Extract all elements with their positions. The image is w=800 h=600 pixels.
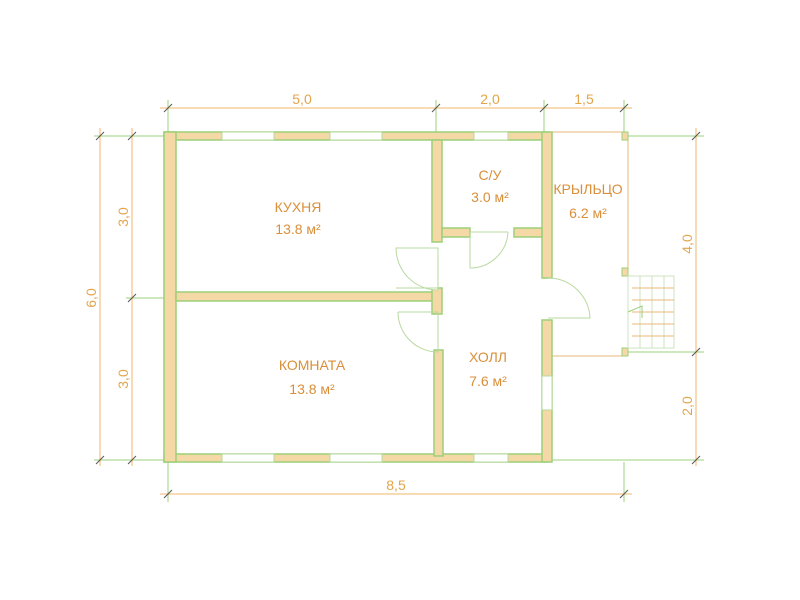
- dim-left-upper: 3,0: [115, 207, 131, 227]
- room-kitchen-name: КУХНЯ: [275, 199, 322, 215]
- porch-outline: [548, 131, 629, 357]
- room-porch-area: 6.2 м²: [569, 205, 607, 221]
- dim-left-total: 6,0: [83, 288, 99, 308]
- top-dimensions: 5,0 2,0 1,5: [160, 91, 632, 132]
- room-labels: КУХНЯ 13.8 м² С/У 3.0 м² КРЫЛЬЦО 6.2 м² …: [275, 167, 623, 397]
- dim-top-right: 1,5: [574, 91, 594, 107]
- dim-top-mid: 2,0: [480, 91, 500, 107]
- doors: [395, 231, 591, 353]
- room-bath-area: 3.0 м²: [471, 189, 509, 205]
- left-dimensions: 6,0 3,0 3,0: [83, 128, 168, 466]
- room-living-name: КОМНАТА: [279, 357, 346, 373]
- dim-right-upper: 4,0: [679, 234, 695, 254]
- room-kitchen-area: 13.8 м²: [275, 221, 321, 237]
- room-hall-area: 7.6 м²: [469, 373, 507, 389]
- windows: [221, 131, 553, 463]
- dim-top-left: 5,0: [292, 91, 312, 107]
- room-hall-name: ХОЛЛ: [469, 349, 507, 365]
- dim-left-lower: 3,0: [115, 369, 131, 389]
- dim-bottom-total: 8,5: [386, 477, 406, 493]
- dim-right-lower: 2,0: [679, 396, 695, 416]
- room-porch-name: КРЫЛЬЦО: [553, 181, 622, 197]
- right-dimensions: 4,0 2,0: [548, 128, 704, 466]
- room-living-area: 13.8 м²: [289, 381, 335, 397]
- room-bath-name: С/У: [479, 167, 502, 183]
- porch-stairs: [627, 275, 675, 349]
- bottom-dimension: 8,5: [160, 462, 632, 502]
